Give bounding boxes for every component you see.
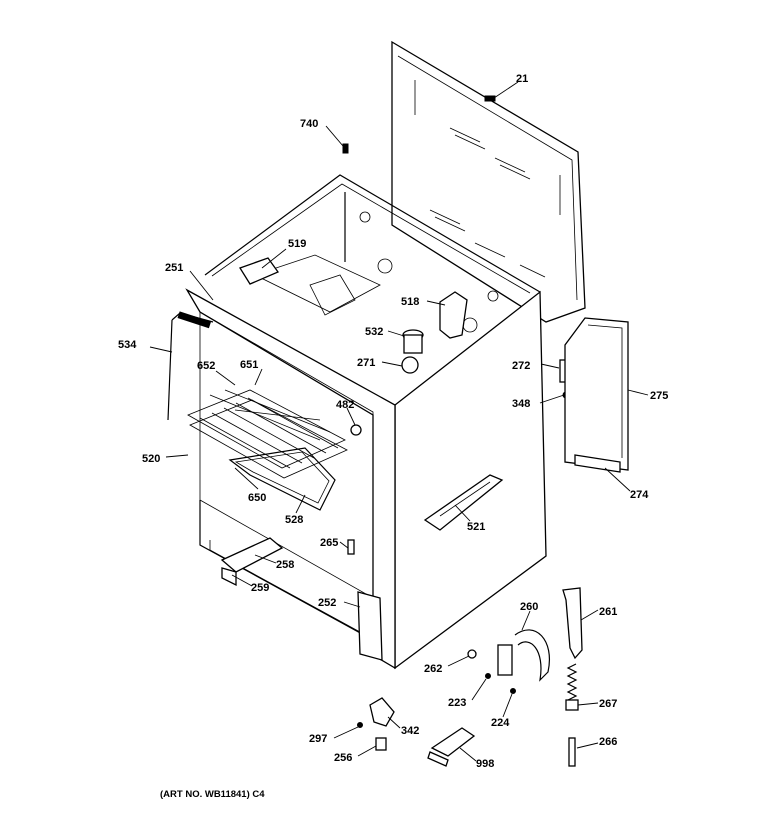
- callout-534: 534: [118, 339, 137, 351]
- callout-258: 258: [276, 559, 294, 571]
- callout-528: 528: [285, 514, 303, 526]
- callout-252: 252: [318, 597, 336, 609]
- art-number-footnote: (ART NO. WB11841) C4: [160, 789, 265, 800]
- callout-342: 342: [401, 725, 419, 737]
- callout-275: 275: [650, 390, 668, 402]
- callout-272: 272: [512, 360, 530, 372]
- back-panel-part: [391, 40, 586, 323]
- callout-271: 271: [357, 357, 375, 369]
- callout-518: 518: [401, 296, 419, 308]
- callout-266: 266: [599, 736, 617, 748]
- gasket-part: [167, 311, 214, 421]
- callout-650: 650: [248, 492, 266, 504]
- callout-652: 652: [197, 360, 215, 372]
- callout-259: 259: [251, 582, 269, 594]
- callout-532: 532: [365, 326, 383, 338]
- callout-21: 21: [516, 73, 528, 85]
- callout-519: 519: [288, 238, 306, 250]
- leader-lines: [149, 81, 649, 762]
- callout-223: 223: [448, 697, 466, 709]
- callout-651: 651: [240, 359, 258, 371]
- oven-rack-part: [187, 389, 348, 479]
- callout-521: 521: [467, 521, 485, 533]
- callout-482: 482: [336, 399, 354, 411]
- callout-262: 262: [424, 663, 442, 675]
- callout-740: 740: [300, 118, 318, 130]
- callout-labels: 21 740 519 251 518 532 534 652 651 271 2…: [118, 73, 668, 770]
- callout-251: 251: [165, 262, 183, 274]
- bake-element-part: [228, 447, 336, 511]
- callout-256: 256: [334, 752, 352, 764]
- callout-348: 348: [512, 398, 530, 410]
- callout-260: 260: [520, 601, 538, 613]
- callout-520: 520: [142, 453, 160, 465]
- callout-265: 265: [320, 537, 338, 549]
- callout-274: 274: [630, 489, 649, 501]
- callout-261: 261: [599, 606, 617, 618]
- oven-cabinet-body: [185, 174, 547, 670]
- callout-998: 998: [476, 758, 494, 770]
- callout-267: 267: [599, 698, 617, 710]
- callout-224: 224: [491, 717, 510, 729]
- callout-297: 297: [309, 733, 327, 745]
- small-parts: [220, 143, 629, 767]
